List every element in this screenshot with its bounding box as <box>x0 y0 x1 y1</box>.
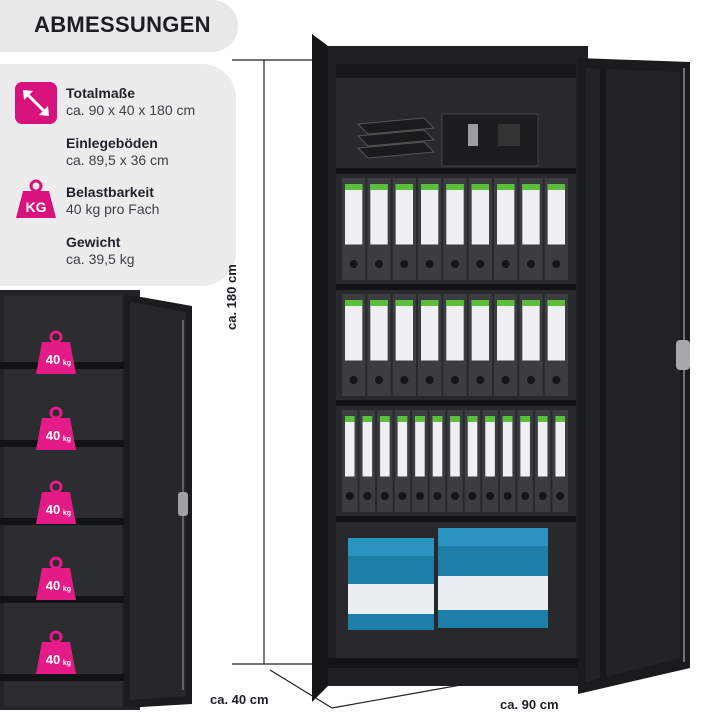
title-banner: ABMESSUNGEN <box>0 0 238 52</box>
spec-label: Belastbarkeit <box>66 184 154 200</box>
weight-badge-icon: 40 kg <box>36 480 76 524</box>
spec-shelves: Einlegeböden ca. 89,5 x 36 cm <box>66 135 169 169</box>
spec-label: Einlegeböden <box>66 135 158 151</box>
spec-value: ca. 89,5 x 36 cm <box>66 152 169 168</box>
spec-label: Totalmaße <box>66 85 135 101</box>
weight-badge-icon: 40 kg <box>36 406 76 450</box>
page-title: ABMESSUNGEN <box>34 12 211 37</box>
spec-total-dimensions: Totalmaße ca. 90 x 40 x 180 cm <box>66 85 195 119</box>
cabinet-product-image <box>228 28 709 720</box>
svg-text:kg: kg <box>63 436 71 443</box>
svg-text:40: 40 <box>46 428 60 443</box>
height-label: ca. 180 cm <box>224 264 239 330</box>
svg-text:40: 40 <box>46 652 60 667</box>
spec-value: ca. 39,5 kg <box>66 251 135 267</box>
svg-text:40: 40 <box>46 352 60 367</box>
svg-text:kg: kg <box>63 360 71 367</box>
svg-text:40: 40 <box>46 578 60 593</box>
svg-text:kg: kg <box>63 660 71 667</box>
spec-load-capacity: Belastbarkeit 40 kg pro Fach <box>66 184 159 218</box>
spec-weight: Gewicht ca. 39,5 kg <box>66 234 135 268</box>
svg-text:40: 40 <box>46 502 60 517</box>
width-label: ca. 90 cm <box>500 697 559 712</box>
kg-weight-icon: KG <box>15 178 57 220</box>
diagonal-arrow-icon <box>15 82 57 124</box>
svg-text:kg: kg <box>63 510 71 517</box>
spec-value: 40 kg pro Fach <box>66 201 160 217</box>
svg-text:kg: kg <box>63 586 71 593</box>
weight-badge-icon: 40 kg <box>36 556 76 600</box>
depth-label: ca. 40 cm <box>210 692 269 707</box>
weight-badge-icon: 40 kg <box>36 630 76 674</box>
spec-value: ca. 90 x 40 x 180 cm <box>66 102 196 118</box>
weight-badge-icon: 40 kg <box>36 330 76 374</box>
spec-panel: Totalmaße ca. 90 x 40 x 180 cm Einlegebö… <box>0 64 236 286</box>
spec-label: Gewicht <box>66 234 121 250</box>
cabinet-detail-image <box>0 290 200 710</box>
svg-text:KG: KG <box>26 199 47 215</box>
